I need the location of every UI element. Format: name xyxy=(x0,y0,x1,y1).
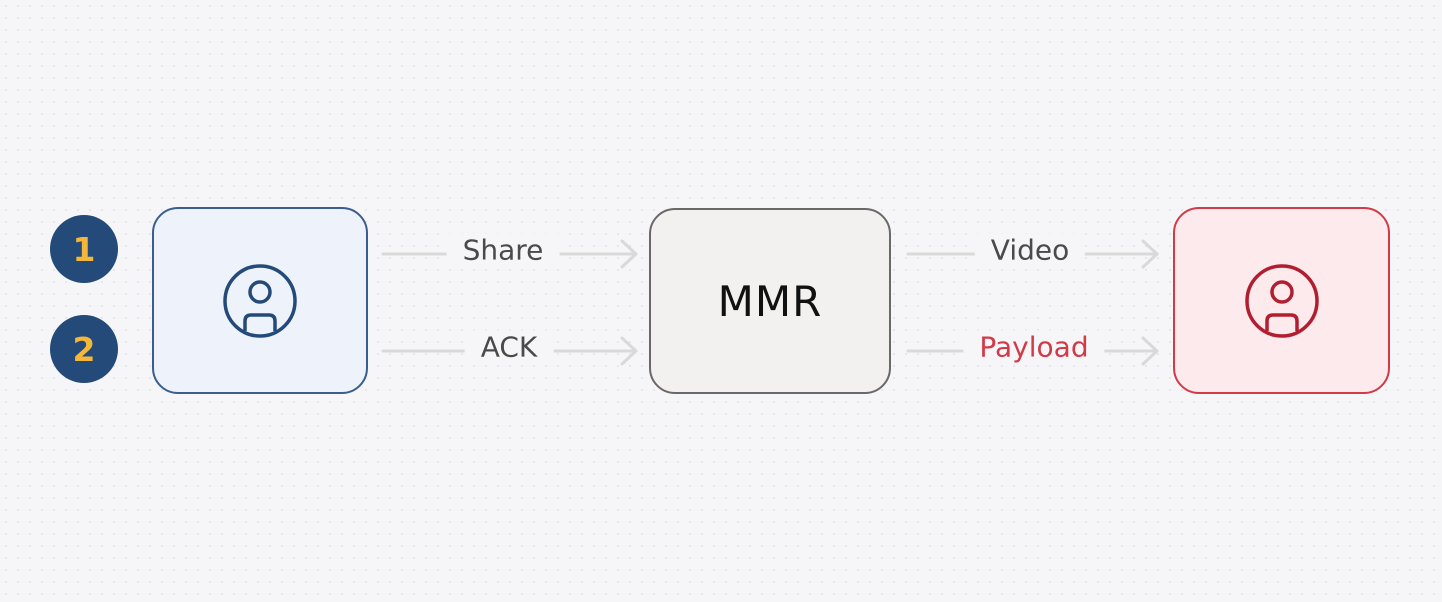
mmr-label: MMR xyxy=(717,276,823,326)
receiver-node xyxy=(1173,207,1390,394)
step-badge-2: 2 xyxy=(50,315,118,383)
user-icon xyxy=(222,263,298,339)
edge-label-payload: Payload xyxy=(963,330,1105,364)
step-number: 2 xyxy=(72,329,96,369)
edge-label-ack: ACK xyxy=(464,330,554,364)
step-number: 1 xyxy=(72,229,96,269)
mmr-node: MMR xyxy=(649,208,891,394)
step-badge-1: 1 xyxy=(50,215,118,283)
edge-label-share: Share xyxy=(446,233,560,267)
sender-node xyxy=(152,207,368,394)
edge-label-video: Video xyxy=(974,233,1086,267)
user-icon xyxy=(1244,263,1320,339)
